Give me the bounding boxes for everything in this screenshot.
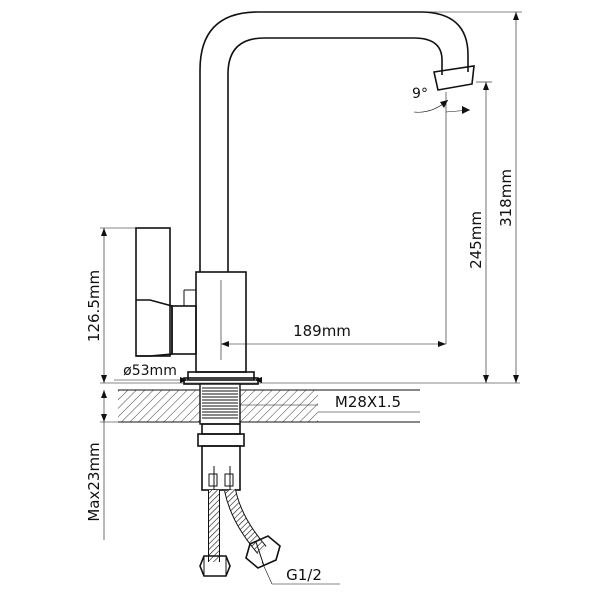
mounting-shank <box>197 383 245 491</box>
reach-label: 189mm <box>293 322 351 340</box>
height-spout-label: 245mm <box>467 211 485 269</box>
supply-hoses <box>199 488 281 577</box>
height-total-label: 318mm <box>497 169 515 227</box>
base-diameter-label: ø53mm <box>123 363 177 379</box>
thread-label: M28X1.5 <box>335 393 401 411</box>
body-height-label: 126.5mm <box>85 270 103 342</box>
max-thickness-label: Max23mm <box>85 442 103 521</box>
dimension-lines <box>100 11 522 585</box>
countertop <box>100 382 520 423</box>
inlet-thread-label: G1/2 <box>286 566 322 584</box>
swivel-angle-label: 9° <box>412 86 428 102</box>
